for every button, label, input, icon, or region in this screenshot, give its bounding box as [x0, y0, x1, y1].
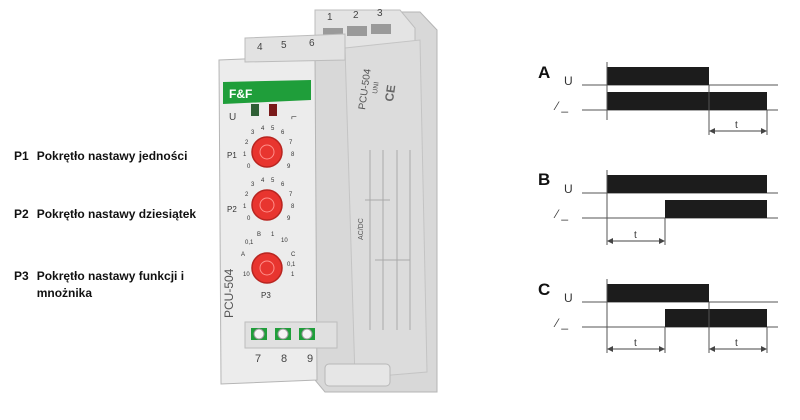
side-wiring: [365, 150, 411, 330]
ac-dc-label: AC/DC: [358, 218, 365, 240]
row-b-t-arrow-left: [607, 238, 613, 244]
terminal-6: 6: [309, 38, 315, 49]
row-c-t2-arrow-right: [761, 346, 767, 352]
timing-diagrams: A U ⁄ _ t B U ⁄ _ t C U ⁄ _: [538, 62, 778, 353]
knob-p2-label: P2: [227, 205, 237, 214]
terminal-7: 7: [255, 353, 261, 365]
scale-p1: 3 4 5 6 2 7 1 8 0 9: [243, 126, 296, 170]
din-clip: [324, 363, 391, 387]
terminal-8: 8: [281, 353, 287, 365]
led-relay: [269, 104, 277, 116]
bottom-screw-1: [253, 328, 265, 340]
label-p1-code: P1: [14, 149, 29, 163]
side-model-sub-label: UNI: [372, 81, 381, 94]
timing-row-c: C U ⁄ _ t t: [538, 279, 778, 353]
row-c-contact-pulse: [665, 309, 767, 327]
knob-p2-cap: [259, 197, 275, 213]
row-c-t2-arrow-left: [709, 346, 715, 352]
row-c-t1-arrow-right: [659, 346, 665, 352]
brand-strip: [223, 80, 311, 104]
led-relay-label: ⌐: [291, 112, 297, 123]
brand-logo: F&F: [229, 87, 252, 101]
row-b-t-label: t: [634, 230, 637, 241]
ce-mark: CE: [382, 84, 398, 102]
row-c-contact-label: ⁄ _: [553, 316, 568, 330]
terminal-1: 1: [327, 12, 333, 23]
row-a-contact-label: ⁄ _: [553, 99, 568, 113]
scale-p2: 3 4 5 6 2 7 1 8 0 9: [243, 178, 296, 222]
row-a-t-label: t: [735, 120, 738, 131]
row-c-t1-arrow-left: [607, 346, 613, 352]
device-side-panel: [344, 39, 428, 379]
row-b-contact-pulse: [665, 200, 767, 218]
device-front-top: [244, 33, 346, 63]
bottom-screw-2: [277, 328, 289, 340]
bottom-screw-3: [301, 328, 313, 340]
row-b-contact-label: ⁄ _: [553, 207, 568, 221]
label-p3-text: Pokrętło nastawy funkcji i mnożnika: [36, 269, 185, 300]
timing-row-a: A U ⁄ _ t: [538, 62, 778, 135]
relay-device: 1 2 3 PCU-504 UNI CE AC/DC 4 5 6 F&F U ⌐…: [218, 8, 438, 393]
row-a-label: A: [538, 63, 550, 82]
knob-p3-cap: [259, 260, 275, 276]
front-model-label: PCU-504: [222, 268, 236, 318]
row-a-u-pulse: [607, 67, 709, 85]
row-b-t-arrow-right: [659, 238, 665, 244]
label-p2-code: P2: [14, 207, 29, 221]
row-c-u-label: U: [564, 291, 573, 305]
terminal-4: 4: [257, 42, 263, 53]
terminal-2: 2: [353, 10, 359, 21]
timing-row-b: B U ⁄ _ t: [538, 170, 778, 245]
row-c-t2-label: t: [735, 338, 738, 349]
label-p2: P2 Pokrętło nastawy dziesiątek: [14, 206, 196, 223]
label-p2-text: Pokrętło nastawy dziesiątek: [36, 207, 197, 221]
label-p3-code: P3: [14, 269, 29, 283]
knob-p2[interactable]: [251, 189, 283, 221]
terminal-3: 3: [377, 8, 383, 19]
row-c-label: C: [538, 280, 550, 299]
label-p3: P3 Pokrętło nastawy funkcji i mnożnika: [14, 268, 187, 302]
row-a-u-label: U: [564, 74, 573, 88]
knob-p3-label: P3: [261, 291, 271, 300]
terminal-5: 5: [281, 40, 287, 51]
label-p1: P1 Pokrętło nastawy jedności: [14, 148, 187, 165]
scale-p3: B A C 0,1 1 10 0,1 1 10: [241, 232, 297, 278]
row-a-t-arrow-right: [761, 128, 767, 134]
row-b-u-label: U: [564, 182, 573, 196]
row-c-t1-label: t: [634, 338, 637, 349]
top-terminal-slot-3: [371, 24, 391, 34]
label-p1-text: Pokrętło nastawy jedności: [36, 149, 188, 163]
terminal-9: 9: [307, 353, 313, 365]
top-terminal-slot-1: [323, 28, 343, 38]
row-a-contact-pulse: [607, 92, 767, 110]
knob-p1-cap: [259, 144, 275, 160]
row-b-u-pulse: [607, 175, 767, 193]
knob-p1[interactable]: [251, 136, 283, 168]
knob-p1-label: P1: [227, 151, 237, 160]
row-c-u-pulse: [607, 284, 709, 302]
row-b-label: B: [538, 170, 550, 189]
led-u-label: U: [229, 112, 236, 123]
led-u: [251, 104, 259, 116]
row-a-t-arrow-left: [709, 128, 715, 134]
top-terminal-slot-2: [347, 26, 367, 36]
knob-p3[interactable]: [251, 252, 283, 284]
